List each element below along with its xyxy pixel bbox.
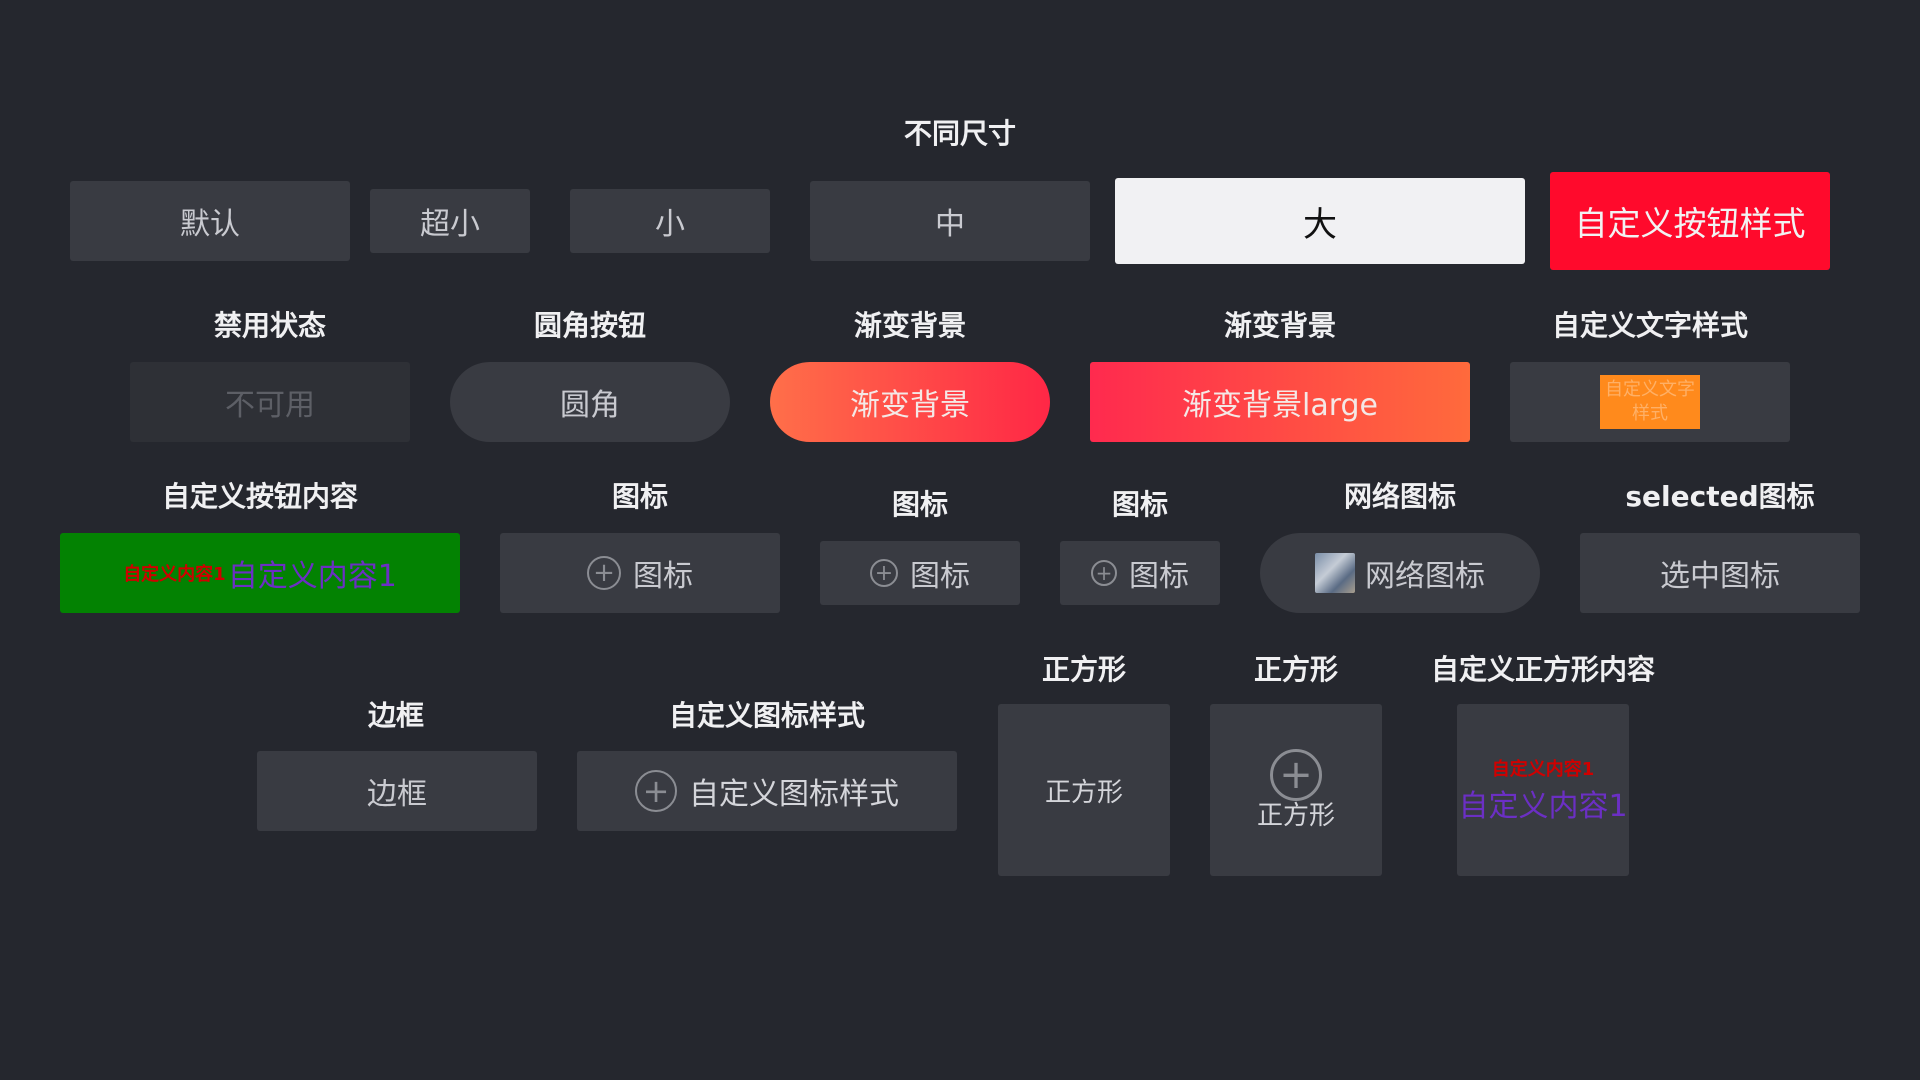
default-button-label: 默认 bbox=[180, 207, 240, 242]
mini-button-label: 超小 bbox=[420, 207, 480, 242]
plus-circle-icon: + bbox=[587, 556, 621, 590]
custom-content-large-text: 自定义内容1 bbox=[227, 559, 397, 594]
label-icon-3: 图标 bbox=[1111, 488, 1169, 521]
label-disabled: 禁用状态 bbox=[213, 309, 327, 342]
gradient-button[interactable]: 渐变背景 bbox=[770, 362, 1050, 442]
gradient-button-label: 渐变背景 bbox=[850, 388, 970, 423]
custom-style-button[interactable]: 自定义按钮样式 bbox=[1550, 172, 1830, 270]
network-icon-button-label: 网络图标 bbox=[1365, 559, 1485, 594]
large-button[interactable]: 大 bbox=[1115, 178, 1525, 264]
custom-text-button-label: 自定义文字样式 bbox=[1605, 379, 1695, 424]
label-custom-square: 自定义正方形内容 bbox=[1430, 653, 1656, 686]
medium-button[interactable]: 中 bbox=[810, 181, 1090, 261]
label-network-icon: 网络图标 bbox=[1343, 480, 1457, 513]
plus-circle-icon: + bbox=[1270, 748, 1322, 801]
gradient-large-button-label: 渐变背景large bbox=[1181, 388, 1379, 423]
small-button[interactable]: 小 bbox=[570, 189, 770, 253]
icon-button-small-label: 图标 bbox=[1129, 559, 1189, 594]
selected-icon-button-label: 选中图标 bbox=[1660, 559, 1780, 594]
icon-button-medium[interactable]: + 图标 bbox=[820, 541, 1020, 605]
custom-icon-style-button-label: 自定义图标样式 bbox=[689, 777, 899, 812]
small-button-label: 小 bbox=[655, 207, 685, 242]
custom-text-button[interactable]: 自定义文字样式 bbox=[1510, 362, 1790, 442]
label-square-2: 正方形 bbox=[1253, 653, 1339, 686]
label-custom-text: 自定义文字样式 bbox=[1551, 309, 1749, 342]
custom-square-button[interactable]: 自定义内容1 自定义内容1 bbox=[1457, 704, 1629, 876]
icon-button-large[interactable]: + 图标 bbox=[500, 533, 780, 613]
round-button[interactable]: 圆角 bbox=[450, 362, 730, 442]
disabled-button-label: 不可用 bbox=[225, 388, 315, 423]
plus-circle-icon: + bbox=[635, 770, 677, 812]
custom-content-small-text: 自定义内容1 bbox=[123, 564, 226, 585]
gradient-large-button[interactable]: 渐变背景large bbox=[1090, 362, 1470, 442]
label-icon-2: 图标 bbox=[891, 488, 949, 521]
icon-button-small[interactable]: + 图标 bbox=[1060, 541, 1220, 605]
network-image-icon bbox=[1315, 553, 1355, 593]
label-icon-1: 图标 bbox=[611, 480, 669, 513]
custom-text-box: 自定义文字样式 bbox=[1600, 375, 1700, 429]
border-button-label: 边框 bbox=[367, 777, 427, 812]
icon-button-medium-label: 图标 bbox=[910, 559, 970, 594]
label-square-1: 正方形 bbox=[1041, 653, 1127, 686]
selected-icon-button[interactable]: 选中图标 bbox=[1580, 533, 1860, 613]
default-button[interactable]: 默认 bbox=[70, 181, 350, 261]
border-button[interactable]: 边框 bbox=[257, 751, 537, 831]
custom-square-large-text: 自定义内容1 bbox=[1458, 789, 1628, 824]
plus-circle-icon: + bbox=[870, 559, 898, 587]
custom-style-button-label: 自定义按钮样式 bbox=[1574, 204, 1806, 243]
custom-content-button[interactable]: 自定义内容1 自定义内容1 bbox=[60, 533, 460, 613]
section-title-sizes: 不同尺寸 bbox=[903, 117, 1017, 150]
label-custom-icon-style: 自定义图标样式 bbox=[668, 699, 866, 732]
label-border: 边框 bbox=[367, 699, 425, 732]
label-round: 圆角按钮 bbox=[533, 309, 647, 342]
label-selected-icon: selected图标 bbox=[1625, 480, 1815, 513]
plus-circle-icon: + bbox=[1091, 560, 1117, 586]
disabled-button: 不可用 bbox=[130, 362, 410, 442]
round-button-label: 圆角 bbox=[560, 388, 620, 423]
custom-square-small-text: 自定义内容1 bbox=[1491, 759, 1595, 780]
label-gradient: 渐变背景 bbox=[853, 309, 967, 342]
label-custom-content: 自定义按钮内容 bbox=[161, 480, 359, 513]
medium-button-label: 中 bbox=[935, 207, 965, 242]
square-icon-button-label: 正方形 bbox=[1256, 800, 1335, 831]
square-button-label: 正方形 bbox=[1044, 777, 1123, 808]
mini-button[interactable]: 超小 bbox=[370, 189, 530, 253]
large-button-label: 大 bbox=[1303, 204, 1337, 245]
square-icon-button[interactable]: + 正方形 bbox=[1210, 704, 1382, 876]
network-icon-button[interactable]: 网络图标 bbox=[1260, 533, 1540, 613]
square-button[interactable]: 正方形 bbox=[998, 704, 1170, 876]
label-gradient-large: 渐变背景 bbox=[1223, 309, 1337, 342]
icon-button-large-label: 图标 bbox=[633, 559, 693, 594]
custom-icon-style-button[interactable]: + 自定义图标样式 bbox=[577, 751, 957, 831]
